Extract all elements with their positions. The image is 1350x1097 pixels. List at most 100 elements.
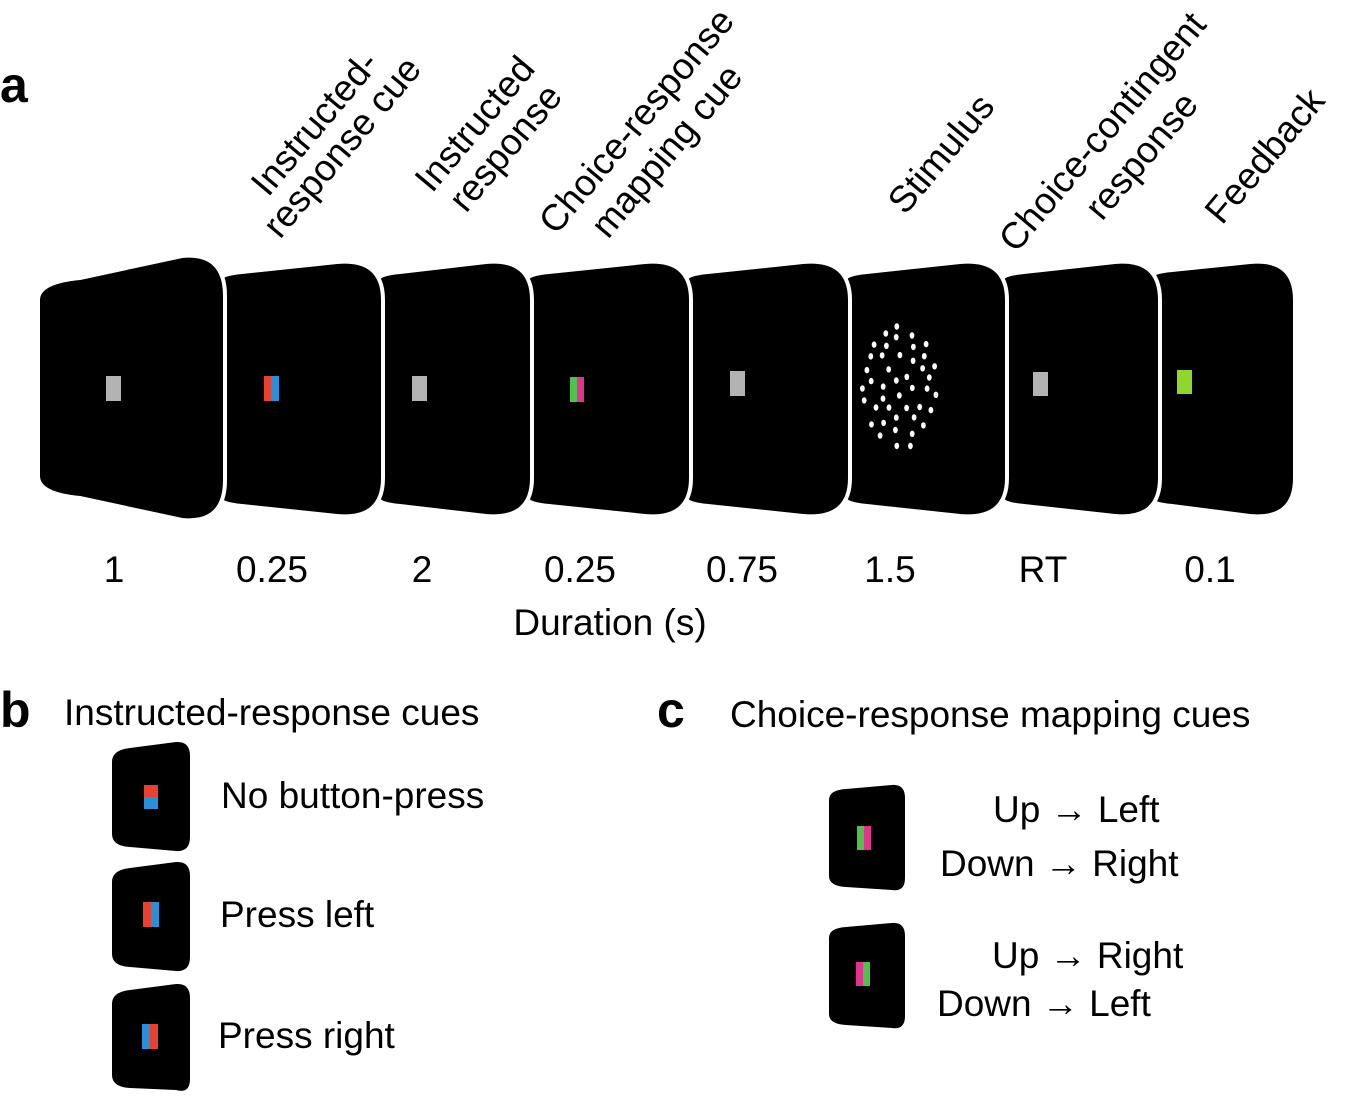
screen-label-instructed-response: Instructed response [407, 48, 570, 219]
fixation-gray-square [730, 371, 745, 396]
duration-8: 0.1 [1184, 549, 1235, 590]
stimulus-dot [893, 414, 899, 421]
stimulus-dot [932, 363, 937, 370]
screen-label-feedback: Feedback [1197, 80, 1333, 231]
cue-green-left [857, 826, 864, 850]
stimulus-dot [893, 426, 898, 434]
stimulus-dot [864, 366, 870, 374]
stimulus-dot [911, 414, 917, 421]
duration-1: 1 [104, 549, 125, 590]
cue-item-no-button-press: No button-press [112, 741, 484, 852]
cue-item-press-right: Press right [112, 983, 396, 1091]
screen-1-fixation [36, 253, 227, 523]
stimulus-dot [909, 332, 915, 339]
cue-blue-right [151, 902, 159, 927]
stimulus-dot [884, 342, 889, 349]
stimulus-dot [924, 385, 930, 392]
stimulus-dot [909, 384, 915, 392]
duration-5: 0.75 [706, 549, 778, 590]
stimulus-dot [911, 343, 916, 351]
screen-6-stimulus [843, 259, 1009, 519]
stimulus-dot [868, 377, 874, 385]
stimulus-dot [904, 373, 910, 381]
stimulus-dot [933, 391, 939, 398]
stimulus-dot [904, 404, 909, 412]
stimulus-dot [909, 430, 915, 437]
stimulus-dot [921, 353, 927, 360]
stimulus-dot [861, 397, 867, 404]
stimulus-dot [881, 419, 886, 427]
cue-magenta-half [577, 377, 584, 402]
stimulus-dot [893, 377, 899, 384]
stimulus-dot [923, 340, 929, 348]
mapping-line-2: Down → Right [940, 843, 1179, 884]
screen-7-choice-contingent-response [1000, 259, 1162, 519]
fixation-gray-square [412, 376, 427, 401]
cue-magenta-left [856, 962, 863, 986]
stimulus-dot [886, 404, 892, 411]
cue-red-right [150, 1024, 158, 1049]
cue-red-half [264, 376, 271, 401]
duration-labels: 1 0.25 2 0.25 0.75 1.5 RT 0.1 [104, 549, 1236, 590]
feedback-green-square [1177, 370, 1192, 394]
stimulus-dot [879, 352, 885, 359]
stimulus-dot [873, 404, 879, 411]
panel-c-letter: c [657, 682, 685, 738]
duration-7: RT [1019, 549, 1068, 590]
cue-blue-bottom [144, 797, 158, 809]
stimulus-dot [868, 353, 874, 360]
panel-c-title: Choice-response mapping cues [730, 694, 1250, 735]
duration-6: 1.5 [864, 549, 915, 590]
fixation-gray-square [1033, 372, 1048, 396]
duration-3: 2 [412, 549, 433, 590]
stimulus-dot [893, 334, 899, 341]
duration-axis-label: Duration (s) [513, 602, 706, 643]
stimulus-dot [894, 442, 900, 450]
panel-b-title: Instructed-response cues [64, 692, 479, 733]
cue-item-press-left: Press left [112, 861, 375, 972]
random-dot-stimulus [860, 323, 939, 450]
fixation-gray-square [106, 376, 121, 401]
cue-green-half [570, 377, 577, 402]
stimulus-dot [921, 422, 926, 429]
screen-label-choice-contingent-response: Choice-contingent response [991, 4, 1215, 259]
screen-label-choice-response-mapping-cue: Choice-response mapping cue [531, 1, 751, 246]
mapping-cue-item-2: Up → Right Down → Left [829, 922, 1184, 1029]
duration-2: 0.25 [236, 549, 308, 590]
stimulus-dot [920, 365, 925, 372]
screen-4-choice-response-mapping-cue [525, 259, 693, 519]
stimulus-dot [917, 403, 923, 411]
label-line-1: Stimulus [880, 86, 1003, 221]
stimulus-dot [926, 374, 932, 381]
mapping-cue-item-1: Up → Left Down → Right [829, 784, 1179, 891]
stimulus-dot [908, 442, 913, 450]
stimulus-dot [880, 395, 886, 402]
cue-green-right [863, 962, 870, 986]
stimulus-dot [910, 357, 916, 364]
screen-5-delay [684, 259, 852, 519]
screen-label-stimulus: Stimulus [880, 86, 1003, 221]
cue-label: No button-press [221, 775, 484, 816]
stimulus-dot [869, 421, 874, 428]
stimulus-dot [894, 323, 900, 330]
mapping-line-2: Down → Left [937, 983, 1152, 1024]
panel-a-letter: a [0, 57, 29, 113]
cue-red-top [144, 785, 158, 797]
stimulus-dot [896, 392, 902, 399]
stimulus-dot [880, 383, 886, 390]
screen-8-feedback [1148, 259, 1297, 519]
cue-label: Press right [218, 1015, 396, 1056]
mapping-line-1: Up → Right [992, 935, 1184, 976]
stimulus-dot [886, 366, 892, 373]
cue-blue-left [142, 1024, 150, 1049]
cue-label: Press left [220, 894, 375, 935]
stimulus-dot [871, 341, 877, 348]
screen-sequence [36, 253, 1297, 523]
cue-magenta-right [864, 826, 871, 850]
stimulus-dot [928, 406, 934, 414]
panel-b-letter: b [0, 682, 31, 738]
screen-label-instructed-response-cue: Instructed- response cue [243, 43, 429, 245]
duration-4: 0.25 [544, 549, 616, 590]
